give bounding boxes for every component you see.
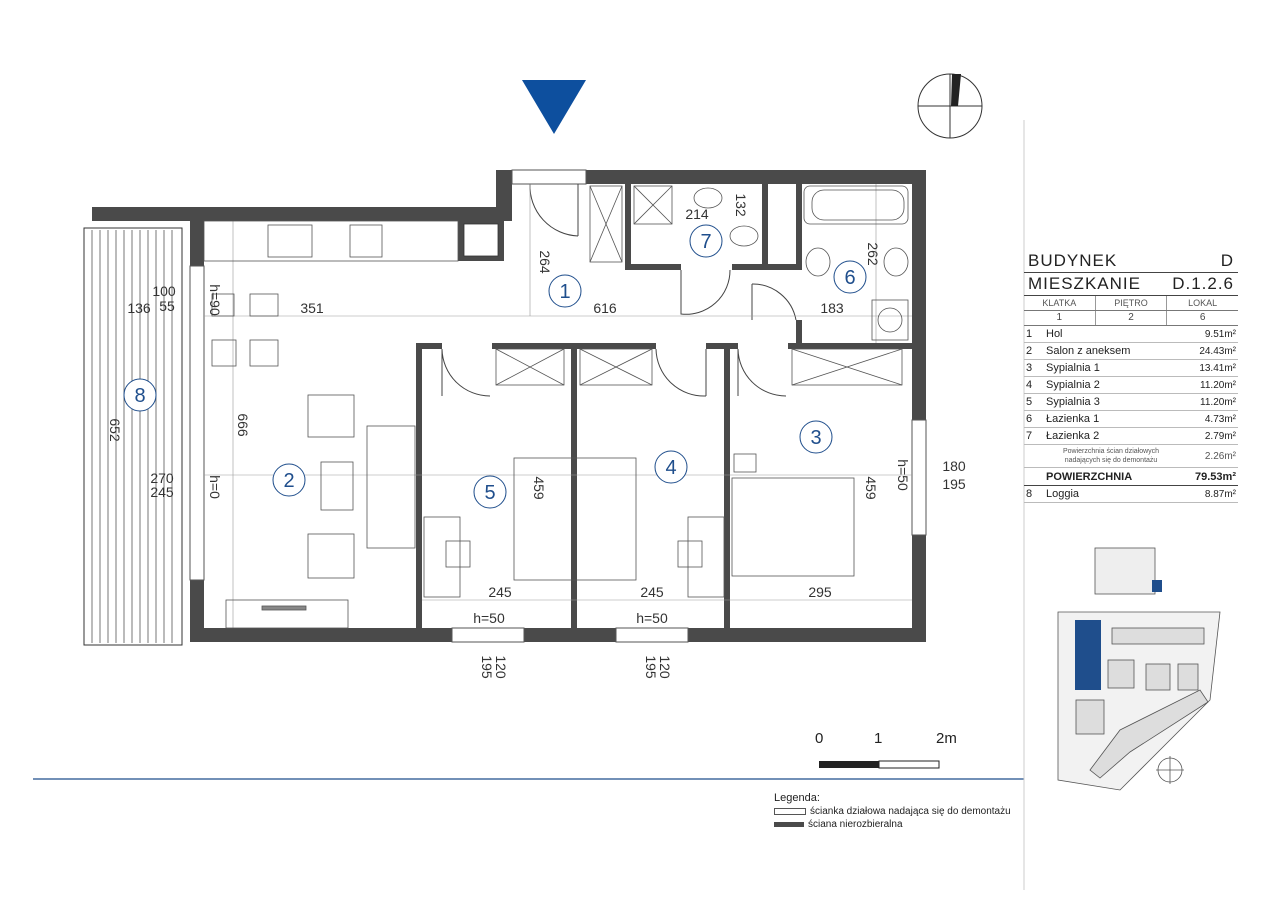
total-area-label: POWIERZCHNIA xyxy=(1046,470,1133,483)
total-area-value: 79.53m² xyxy=(1195,470,1236,483)
room-label-7: 7 xyxy=(689,224,723,258)
room-label-3: 3 xyxy=(799,420,833,454)
building-row: BUDYNEK D xyxy=(1024,250,1238,273)
room-label-2: 2 xyxy=(272,463,306,497)
svg-text:2: 2 xyxy=(283,470,294,492)
svg-text:214: 214 xyxy=(685,206,709,222)
entrance-arrow-icon xyxy=(522,80,586,134)
svg-text:245: 245 xyxy=(640,584,664,600)
svg-text:295: 295 xyxy=(808,584,832,600)
interior-partitions xyxy=(416,184,912,628)
floor-label: PIĘTRO xyxy=(1096,296,1168,310)
legend: Legenda: ścianka działowa nadająca się d… xyxy=(774,792,1011,831)
legend-title: Legenda: xyxy=(774,792,820,804)
svg-text:120: 120 xyxy=(657,655,673,679)
building-value: D xyxy=(1220,251,1234,270)
apartment-row: MIESZKANIE D.1.2.6 xyxy=(1024,273,1238,296)
scale-bar xyxy=(819,760,940,769)
scale-label-1: 1 xyxy=(874,730,883,747)
svg-text:4: 4 xyxy=(665,457,676,479)
staircase-label: KLATKA xyxy=(1024,296,1096,310)
svg-text:180: 180 xyxy=(942,458,966,474)
svg-text:195: 195 xyxy=(643,655,659,679)
svg-text:100: 100 xyxy=(152,283,176,299)
location-values: 1 2 6 xyxy=(1024,311,1238,326)
svg-text:270: 270 xyxy=(150,470,174,486)
apartment-label: MIESZKANIE xyxy=(1028,274,1141,293)
svg-text:7: 7 xyxy=(700,231,711,253)
svg-text:245: 245 xyxy=(150,484,174,500)
svg-text:195: 195 xyxy=(942,476,966,492)
svg-text:459: 459 xyxy=(863,476,879,500)
dimension-labels: 264 616 351 100 136 55 h=90 666 652 270 … xyxy=(107,193,966,679)
partition-note-row: Powierzchnia ścian działowych nadających… xyxy=(1024,445,1238,468)
loggia xyxy=(83,227,183,646)
apartment-value: D.1.2.6 xyxy=(1172,274,1234,293)
legend-swatch-dark xyxy=(774,822,804,827)
svg-text:616: 616 xyxy=(593,300,617,316)
svg-text:183: 183 xyxy=(820,300,844,316)
legend-swatch-light xyxy=(774,808,806,815)
room-label-4: 4 xyxy=(654,450,688,484)
svg-text:h=90: h=90 xyxy=(207,284,223,316)
building-label: BUDYNEK xyxy=(1028,251,1118,270)
svg-text:132: 132 xyxy=(733,193,749,217)
svg-text:5: 5 xyxy=(484,482,495,504)
partition-note-area: 2.26m² xyxy=(1204,450,1236,462)
compass-icon xyxy=(917,73,983,139)
total-area-row: POWIERZCHNIA 79.53m² xyxy=(1024,468,1238,486)
partition-note: Powierzchnia ścian działowych nadających… xyxy=(1062,448,1160,464)
svg-text:264: 264 xyxy=(537,250,553,274)
svg-text:136: 136 xyxy=(127,300,151,316)
furniture xyxy=(203,185,909,629)
location-header: KLATKA PIĘTRO LOKAL xyxy=(1024,296,1238,311)
svg-text:8: 8 xyxy=(134,385,145,407)
room-label-1: 1 xyxy=(548,274,582,308)
svg-text:195: 195 xyxy=(479,655,495,679)
svg-text:245: 245 xyxy=(488,584,512,600)
svg-text:351: 351 xyxy=(300,300,324,316)
windows xyxy=(189,169,927,643)
room-label-6: 6 xyxy=(833,260,867,294)
scale-label-2: 2m xyxy=(936,730,957,747)
svg-text:652: 652 xyxy=(107,418,123,442)
svg-text:120: 120 xyxy=(493,655,509,679)
doors xyxy=(441,183,797,397)
svg-text:h=50: h=50 xyxy=(473,610,505,626)
svg-text:666: 666 xyxy=(235,413,251,437)
site-key-plan xyxy=(1057,547,1221,791)
svg-text:6: 6 xyxy=(844,267,855,289)
svg-text:h=50: h=50 xyxy=(895,459,911,491)
svg-text:1: 1 xyxy=(559,281,570,303)
staircase-value: 1 xyxy=(1024,311,1096,325)
unit-label: LOKAL xyxy=(1188,298,1218,308)
legend-item-structural: ściana nierozbieralna xyxy=(774,818,1011,831)
loggia-row: 8 Loggia 8.87m² xyxy=(1024,486,1238,503)
svg-text:h=0: h=0 xyxy=(207,475,223,499)
room-label-8: 8 xyxy=(123,378,157,412)
unit-value: 6 xyxy=(1199,312,1206,323)
room-label-5: 5 xyxy=(473,475,507,509)
svg-text:3: 3 xyxy=(810,427,821,449)
room-labels: 1 2 3 4 5 6 7 8 xyxy=(123,224,867,509)
svg-text:55: 55 xyxy=(159,298,175,314)
svg-text:459: 459 xyxy=(531,476,547,500)
floor-value: 2 xyxy=(1096,311,1168,325)
svg-text:262: 262 xyxy=(865,242,881,266)
legend-item-demountable: ścianka działowa nadająca się do demonta… xyxy=(774,805,1011,818)
svg-text:h=50: h=50 xyxy=(636,610,668,626)
scale-label-0: 0 xyxy=(815,730,824,747)
apartment-info-table: BUDYNEK D MIESZKANIE D.1.2.6 KLATKA PIĘT… xyxy=(1024,250,1238,503)
